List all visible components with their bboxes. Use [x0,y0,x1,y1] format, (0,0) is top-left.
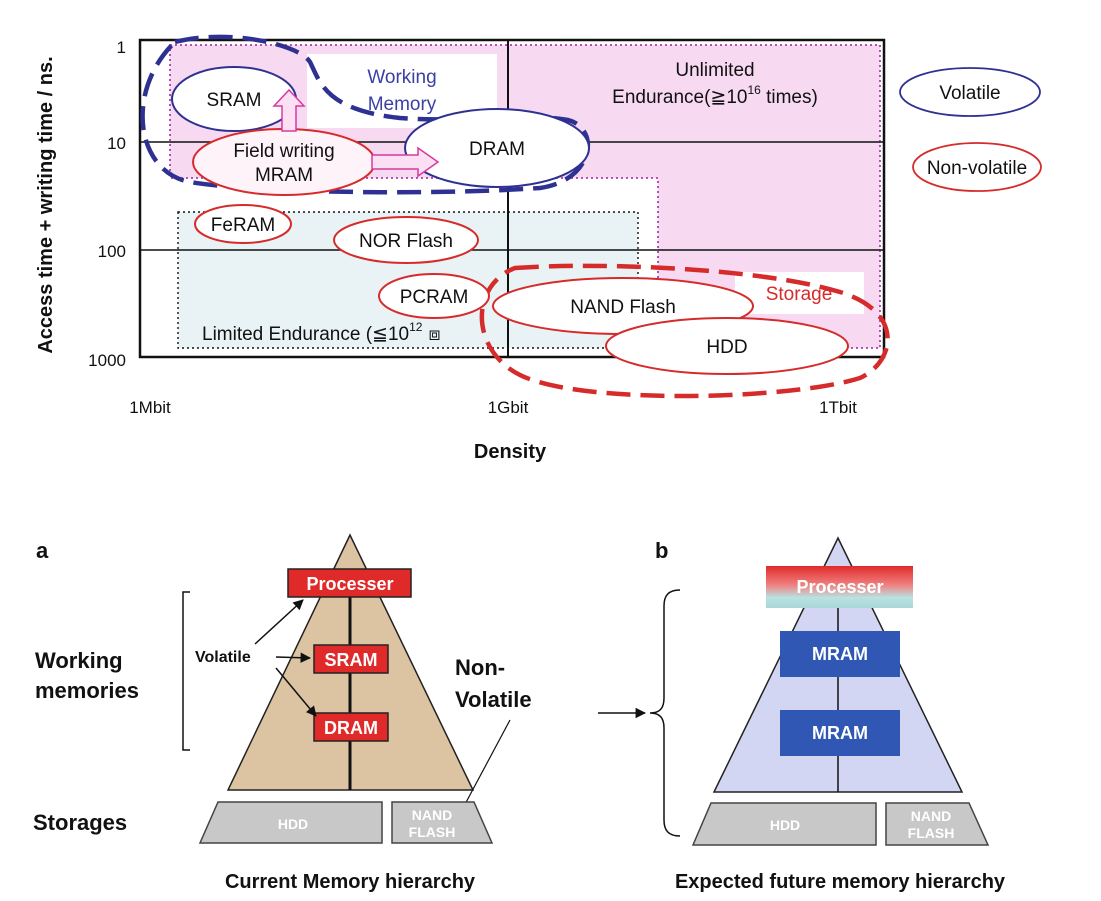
panel-a-storages-label: Storages [33,810,127,835]
panel-a-letter: a [36,538,49,563]
panel-a-nand-line1: NAND [412,807,452,823]
nor-flash-node: NOR Flash [333,216,479,264]
nor-flash-label: NOR Flash [359,231,453,252]
hdd-label: HDD [706,337,747,358]
y-tick-100: 100 [98,242,126,261]
y-axis-label: Access time + writing time / ns. [35,56,57,353]
mram-to-sram-arrow [272,88,306,132]
y-tick-1: 1 [117,38,126,57]
panel-b-hdd-label: HDD [770,817,800,833]
panel-a-working-line1: Working [35,648,123,673]
panel-b-hdd-block: HDD [691,802,877,846]
nand-flash-label: NAND Flash [570,297,676,318]
panel-a-volatile-arrow-sram [275,652,312,663]
panel-a-nonvolatile-pointer [462,719,511,809]
sram-node: SRAM [171,66,297,132]
pcram-node: PCRAM [378,273,490,319]
panel-a-working-bracket [182,591,190,751]
y-tick-10: 10 [107,134,126,153]
x-tick-1tbit: 1Tbit [819,398,857,417]
panel-a-hdd-label: HDD [278,816,308,832]
hdd-node: HDD [605,317,849,375]
panel-a-current-hierarchy: a Processer SRAM DRAM Volatile Working m… [33,533,532,893]
panel-a-nand-line2: FLASH [409,824,456,840]
storage-label: Storage [766,284,833,305]
field-writing-mram-node: Field writing MRAM [192,128,376,196]
panel-b-nand-line1: NAND [911,808,951,824]
storage-region [479,263,890,399]
panel-b-letter: b [655,538,668,563]
panel-a-working-line2: memories [35,678,139,703]
legend-volatile-label: Volatile [939,83,1000,104]
panel-a-processer-label: Processer [306,574,393,594]
working-memory-line2: Memory [368,94,437,115]
panel-a-nand-block: NAND FLASH [391,801,494,844]
panel-b-nand-line2: FLASH [908,825,955,841]
panel-a-processer-box: Processer [287,568,412,598]
x-tick-1gbit: 1Gbit [488,398,529,417]
panel-a-sram-label: SRAM [325,650,378,670]
unlimited-endurance-line2: Endurance(≧1016 times) [612,83,818,108]
working-memory-line1: Working [367,67,436,88]
panel-a-sram-box: SRAM [313,644,389,674]
panel-b-caption: Expected future memory hierarchy [675,871,1006,893]
panel-a-volatile-note: Volatile [195,649,251,666]
y-tick-1000: 1000 [88,351,126,370]
panel-b-processer-label: Processer [796,577,883,597]
working-memory-region [140,34,591,195]
panel-b-mram-bottom-box: MRAM [780,710,900,756]
panel-a-dram-box: DRAM [313,712,389,742]
feram-node: FeRAM [194,204,292,244]
legend-volatile-swatch [899,67,1041,117]
legend-nonvolatile-swatch [912,142,1042,192]
unlimited-endurance-line1: Unlimited [675,60,754,81]
dram-node: DRAM [404,108,590,188]
panel-b-mram-top-box: MRAM [780,631,900,677]
density-access-time-chart: 1 10 100 1000 1Mbit 1Gbit 1Tbit Density … [35,34,1042,463]
panel-b-processer-box: Processer [766,566,913,608]
panel-a-volatile-arrow-dram [275,667,317,717]
mram-to-dram-arrow [371,146,440,178]
plot-frame [138,38,886,359]
field-writing-mram-line1: Field writing [233,141,334,162]
panel-b-mram-bottom-label: MRAM [812,723,868,743]
panel-b-future-hierarchy: b Processer MRAM MRAM HDD NAND FLASH Exp… [649,536,1006,893]
panel-a-dram-label: DRAM [324,718,378,738]
panel-a-nonvolatile-line2: Volatile [455,687,532,712]
panel-b-nand-block: NAND FLASH [885,802,990,846]
limited-endurance-label: Limited Endurance (≦1012⧈ [202,320,441,345]
legend: Volatile Non-volatile [899,67,1042,192]
sram-label: SRAM [207,90,262,111]
x-tick-1mbit: 1Mbit [129,398,171,417]
field-writing-mram-line2: MRAM [255,165,313,186]
pcram-label: PCRAM [400,287,469,308]
x-axis-label: Density [474,441,547,463]
panel-a-volatile-arrow-processer [254,599,304,645]
legend-nonvolatile-label: Non-volatile [927,158,1027,179]
panel-a-nonvolatile-line1: Non- [455,655,505,680]
panel-b-curly-bracket [649,589,681,837]
panel-b-mram-top-label: MRAM [812,644,868,664]
feram-label: FeRAM [211,215,275,236]
panel-a-hdd-block: HDD [198,801,383,844]
panel-a-caption: Current Memory hierarchy [225,871,476,893]
dram-label: DRAM [469,139,525,160]
